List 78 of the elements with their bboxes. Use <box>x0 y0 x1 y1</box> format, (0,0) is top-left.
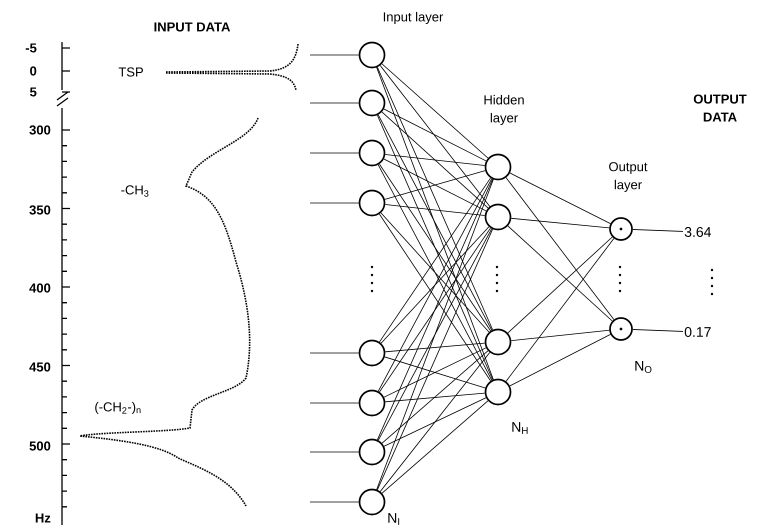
layer-size-label: N$_{I}$ <box>388 513 400 525</box>
layer-label: Hidden layer <box>484 94 524 126</box>
neuron <box>484 328 512 356</box>
axis-tick-label: 350 <box>29 205 50 215</box>
layer-size-label: N$_{H}$ <box>512 422 528 434</box>
layer-label: Input layer <box>384 12 444 24</box>
output-neuron <box>609 217 633 241</box>
connection-line <box>510 330 610 341</box>
neuron <box>358 42 386 68</box>
axis-tick-label: 0 <box>30 66 36 76</box>
connection-line <box>376 67 494 380</box>
connection-line <box>380 65 490 207</box>
connection-line <box>384 397 486 447</box>
connection-line <box>380 352 490 492</box>
connection-line <box>310 352 360 354</box>
axis-tick-label: 450 <box>29 362 50 372</box>
neuron <box>358 488 386 516</box>
axis-tick-label: 5 <box>30 87 36 97</box>
layer-size-label: N$_{O}$ <box>635 361 652 373</box>
connection-line <box>382 350 488 444</box>
connection-line <box>376 66 494 330</box>
output-value: 3.64 <box>684 227 712 237</box>
connection-line <box>632 329 684 332</box>
axis-tick-label: 500 <box>30 441 50 451</box>
connection-line <box>509 334 611 386</box>
connection-line <box>378 114 492 331</box>
neuron <box>358 90 386 116</box>
neuron <box>358 340 386 366</box>
output-value: 0.17 <box>684 327 711 337</box>
connection-line <box>384 347 486 398</box>
peak-label: TSP <box>118 67 143 77</box>
connection-line <box>310 402 360 404</box>
connection-line <box>310 202 360 204</box>
connection-line <box>384 342 486 352</box>
axis-tick-label: 300 <box>29 125 50 135</box>
connection-line <box>380 212 490 332</box>
connection-line <box>506 177 614 320</box>
connection-line <box>382 63 488 159</box>
neuron <box>484 378 512 406</box>
axis-tick-label: 400 <box>29 283 50 293</box>
layer-label: Output layer <box>609 162 648 192</box>
connection-line <box>377 178 493 440</box>
connection-line <box>376 179 494 490</box>
connection-line <box>376 114 494 380</box>
connection-line <box>382 400 488 494</box>
connection-line <box>506 238 614 382</box>
connection-line <box>384 108 486 162</box>
neuron <box>484 204 512 230</box>
peak-label: -CH$_{3}$ <box>121 185 148 197</box>
heading: INPUT DATA <box>154 22 230 32</box>
neuron <box>358 190 386 216</box>
connection-line <box>384 204 486 216</box>
connection-line <box>384 154 486 166</box>
neuron <box>358 140 386 166</box>
connection-line <box>310 54 360 56</box>
connection-line <box>310 102 360 104</box>
peak-label: (-CH$_{2}$-)$_{n}$ <box>95 402 141 414</box>
connection-line <box>510 218 610 228</box>
connection-line <box>510 172 611 224</box>
connection-line <box>310 152 360 154</box>
neuron <box>358 438 386 466</box>
connection-line <box>507 226 613 322</box>
connection-line <box>382 112 488 208</box>
neuron <box>358 390 386 416</box>
connection-line <box>378 228 492 441</box>
connection-line <box>384 392 486 402</box>
connection-line <box>507 236 613 334</box>
neuron <box>484 154 512 180</box>
connection-line <box>384 158 486 212</box>
heading: OUTPUT DATA <box>694 94 747 122</box>
connection-line <box>377 228 493 490</box>
connection-line <box>384 170 486 200</box>
connection-line <box>632 229 684 232</box>
output-neuron <box>609 317 633 341</box>
axis-unit-label: Hz <box>36 514 50 522</box>
connection-line <box>380 226 490 344</box>
connection-line <box>384 356 486 388</box>
axis-tick-label: -5 <box>26 43 36 53</box>
